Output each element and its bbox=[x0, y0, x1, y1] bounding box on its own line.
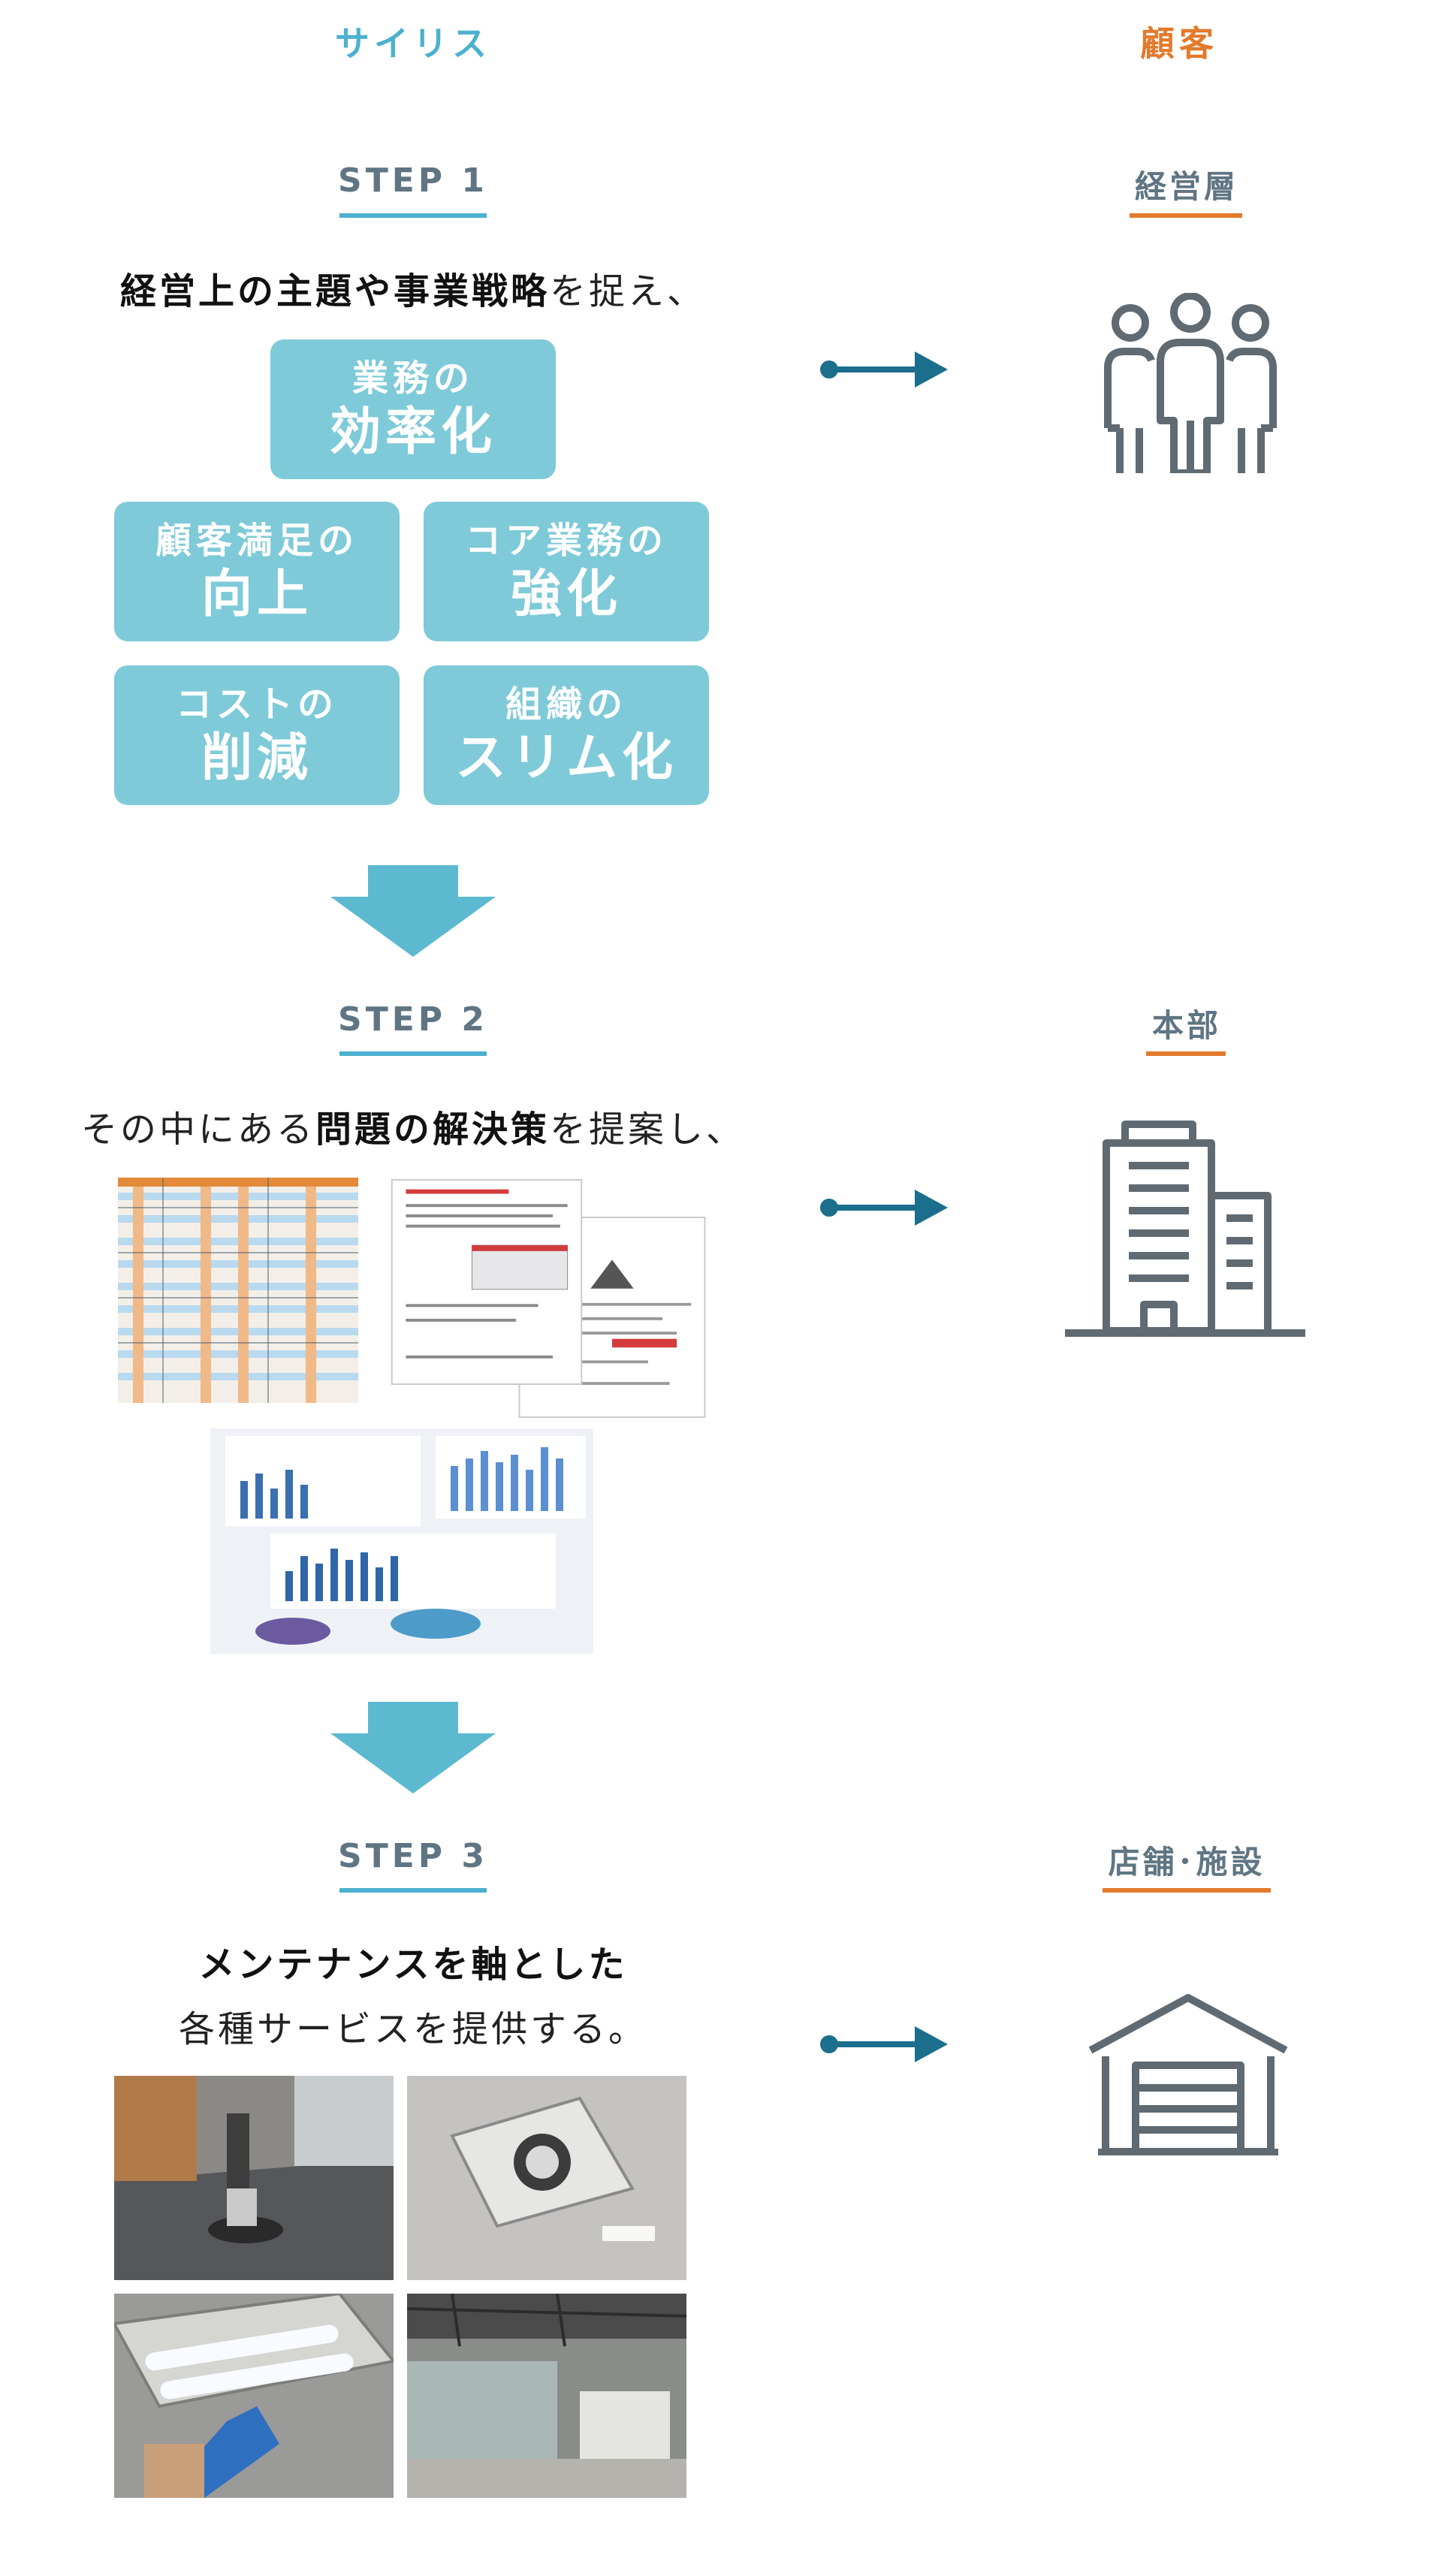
goal-box-slim-organization: 組織の スリム化 bbox=[424, 665, 709, 805]
arrow-right-icon bbox=[820, 1190, 948, 1226]
charts-image bbox=[210, 1428, 593, 1654]
goal-box-efficiency: 業務の 効率化 bbox=[270, 339, 556, 479]
empty-office-photo bbox=[407, 2294, 686, 2498]
customer-underline bbox=[1130, 213, 1242, 218]
goal-box-line1: コア業務の bbox=[464, 520, 668, 562]
goal-box-core-business: コア業務の 強化 bbox=[424, 502, 709, 641]
step2-label: STEP 2 bbox=[338, 1000, 488, 1039]
step2-lead-post: を提案し、 bbox=[550, 1109, 746, 1151]
customer-label-headquarters: 本部 bbox=[1151, 1007, 1221, 1044]
arrow-right-icon bbox=[820, 2026, 948, 2062]
arrow-down-icon bbox=[330, 1702, 496, 1793]
step3-lead-line2: 各種サービスを提供する。 bbox=[178, 2008, 647, 2050]
goal-box-line1: 業務の bbox=[351, 357, 474, 400]
step1-label: STEP 1 bbox=[338, 161, 488, 200]
column-heading-sairis: サイリス bbox=[335, 23, 491, 64]
aircon-ceiling-photo bbox=[407, 2076, 686, 2280]
step3-label: STEP 3 bbox=[338, 1837, 488, 1875]
store-warehouse-icon bbox=[1088, 1994, 1288, 2155]
step2-lead-pre: その中にある bbox=[80, 1109, 315, 1151]
column-heading-customer: 顧客 bbox=[1140, 23, 1218, 64]
goal-box-line2: 効率化 bbox=[329, 403, 496, 462]
arrow-right-icon bbox=[820, 351, 948, 388]
goal-box-line2: 強化 bbox=[510, 565, 622, 624]
step2-lead-text: その中にある問題の解決策を提案し、 bbox=[30, 1099, 796, 1152]
floor-cleaning-photo bbox=[114, 2076, 394, 2280]
step3-underline bbox=[339, 1888, 487, 1893]
document-image bbox=[391, 1179, 583, 1385]
step1-lead-text: 経営上の主題や事業戦略を捉え、 bbox=[45, 261, 781, 314]
spreadsheet-image bbox=[118, 1178, 358, 1403]
goal-box-line1: 顧客満足の bbox=[155, 520, 358, 562]
step2-lead-bold: 問題の解決策 bbox=[315, 1109, 550, 1151]
goal-box-line2: 削減 bbox=[201, 728, 312, 788]
customer-label-management: 経営層 bbox=[1134, 168, 1238, 205]
light-fixture-photo bbox=[114, 2294, 394, 2498]
step3-lead-line1: メンテナンスを軸とした bbox=[198, 1944, 628, 1986]
office-building-icon bbox=[1065, 1121, 1305, 1337]
step1-lead-bold: 経営上の主題や事業戦略 bbox=[119, 270, 550, 312]
goal-box-line1: コストの bbox=[175, 683, 338, 725]
customer-underline bbox=[1103, 1888, 1271, 1893]
customer-label-stores-facilities: 店舗･施設 bbox=[1108, 1844, 1266, 1881]
goal-box-cost-reduction: コストの 削減 bbox=[114, 665, 400, 805]
goal-box-line1: 組織の bbox=[505, 683, 627, 725]
goal-box-line2: 向上 bbox=[201, 565, 312, 624]
step2-underline bbox=[339, 1051, 487, 1056]
goal-box-line2: スリム化 bbox=[454, 728, 677, 788]
people-group-icon bbox=[1104, 293, 1277, 473]
step1-lead-rest: を捉え、 bbox=[550, 270, 707, 312]
customer-underline bbox=[1146, 1051, 1226, 1056]
step1-underline bbox=[339, 213, 487, 218]
arrow-down-icon bbox=[330, 865, 496, 957]
goal-box-customer-satisfaction: 顧客満足の 向上 bbox=[114, 502, 400, 641]
